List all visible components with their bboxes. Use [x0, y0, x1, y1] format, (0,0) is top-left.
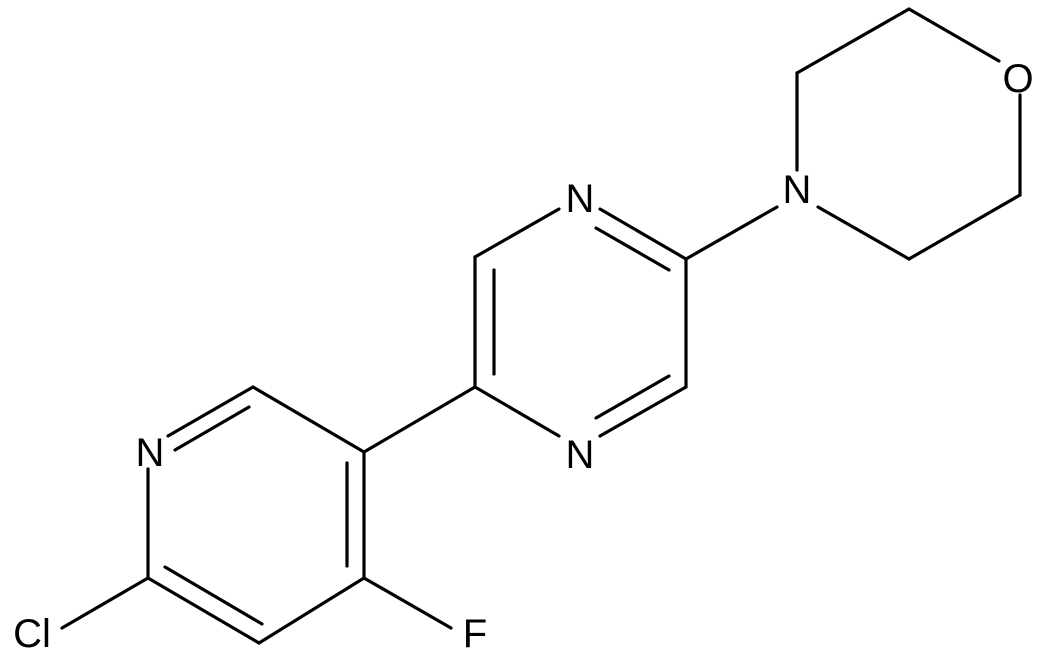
bond-c5-n1-inner [594, 226, 671, 272]
bond-c2-n1 [166, 385, 255, 438]
bond-c3-c4 [907, 193, 1022, 261]
atom-f: F [463, 612, 487, 656]
bond-morpholine-pyrazine [684, 205, 779, 261]
bond-c6-c5-inner [163, 565, 264, 626]
bond-c6-c5 [146, 576, 261, 645]
bond-n1-c6 [473, 207, 561, 259]
atom-n-pyrazine-bottom: N [566, 433, 595, 477]
bond-n4-c3-inner [594, 374, 671, 420]
atom-cl: Cl [13, 612, 51, 656]
bond-c5-n1 [598, 207, 688, 261]
pyrazine-ring [473, 207, 688, 438]
bond-c4-n [816, 205, 911, 261]
atom-n-morpholine: N [783, 168, 812, 212]
atom-n-pyridine: N [136, 431, 165, 475]
bond-c4-f [362, 576, 453, 630]
bond-c2-n4 [473, 385, 561, 438]
bond-c5-c4 [257, 576, 366, 645]
bond-pyrazine-pyridine [362, 385, 477, 454]
bond-n4-c3 [598, 385, 688, 438]
atom-o-morpholine: O [1002, 57, 1033, 101]
morpholine-ring [795, 7, 1022, 261]
pyridine-ring [146, 385, 366, 645]
bond-c6-cl [60, 576, 150, 630]
bond-c2-o [907, 7, 1001, 63]
bond-c3-c2 [251, 385, 366, 454]
atom-n-pyrazine-top: N [566, 177, 595, 221]
bond-c1-c2 [795, 7, 911, 75]
bond-c2-n1-inner [173, 405, 251, 452]
